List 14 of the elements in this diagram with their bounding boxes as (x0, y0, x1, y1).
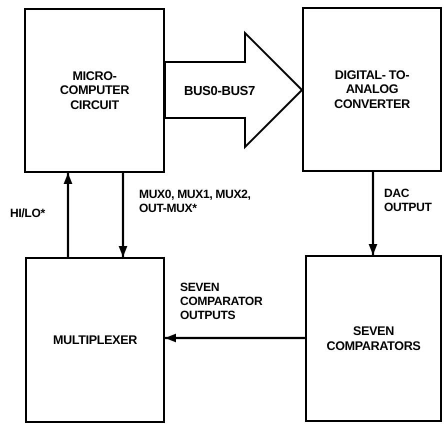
block-box (302, 7, 442, 172)
arrow (368, 172, 378, 255)
block-label: MULTIPLEXER (52, 332, 138, 348)
block-box (25, 257, 165, 423)
arrow (118, 173, 128, 257)
block-label: SEVEN COMPARATORS (326, 324, 422, 353)
block-label: MICRO- COMPUTER CIRCUIT (58, 68, 130, 112)
block-box (305, 255, 442, 422)
block-label: DIGITAL- TO- ANALOG CONVERTER (333, 68, 411, 112)
edge-label: BUS0-BUS7 (184, 84, 255, 99)
block-arrow (164, 30, 304, 150)
arrow (165, 334, 305, 342)
block-box (24, 8, 165, 173)
arrow (64, 173, 72, 257)
